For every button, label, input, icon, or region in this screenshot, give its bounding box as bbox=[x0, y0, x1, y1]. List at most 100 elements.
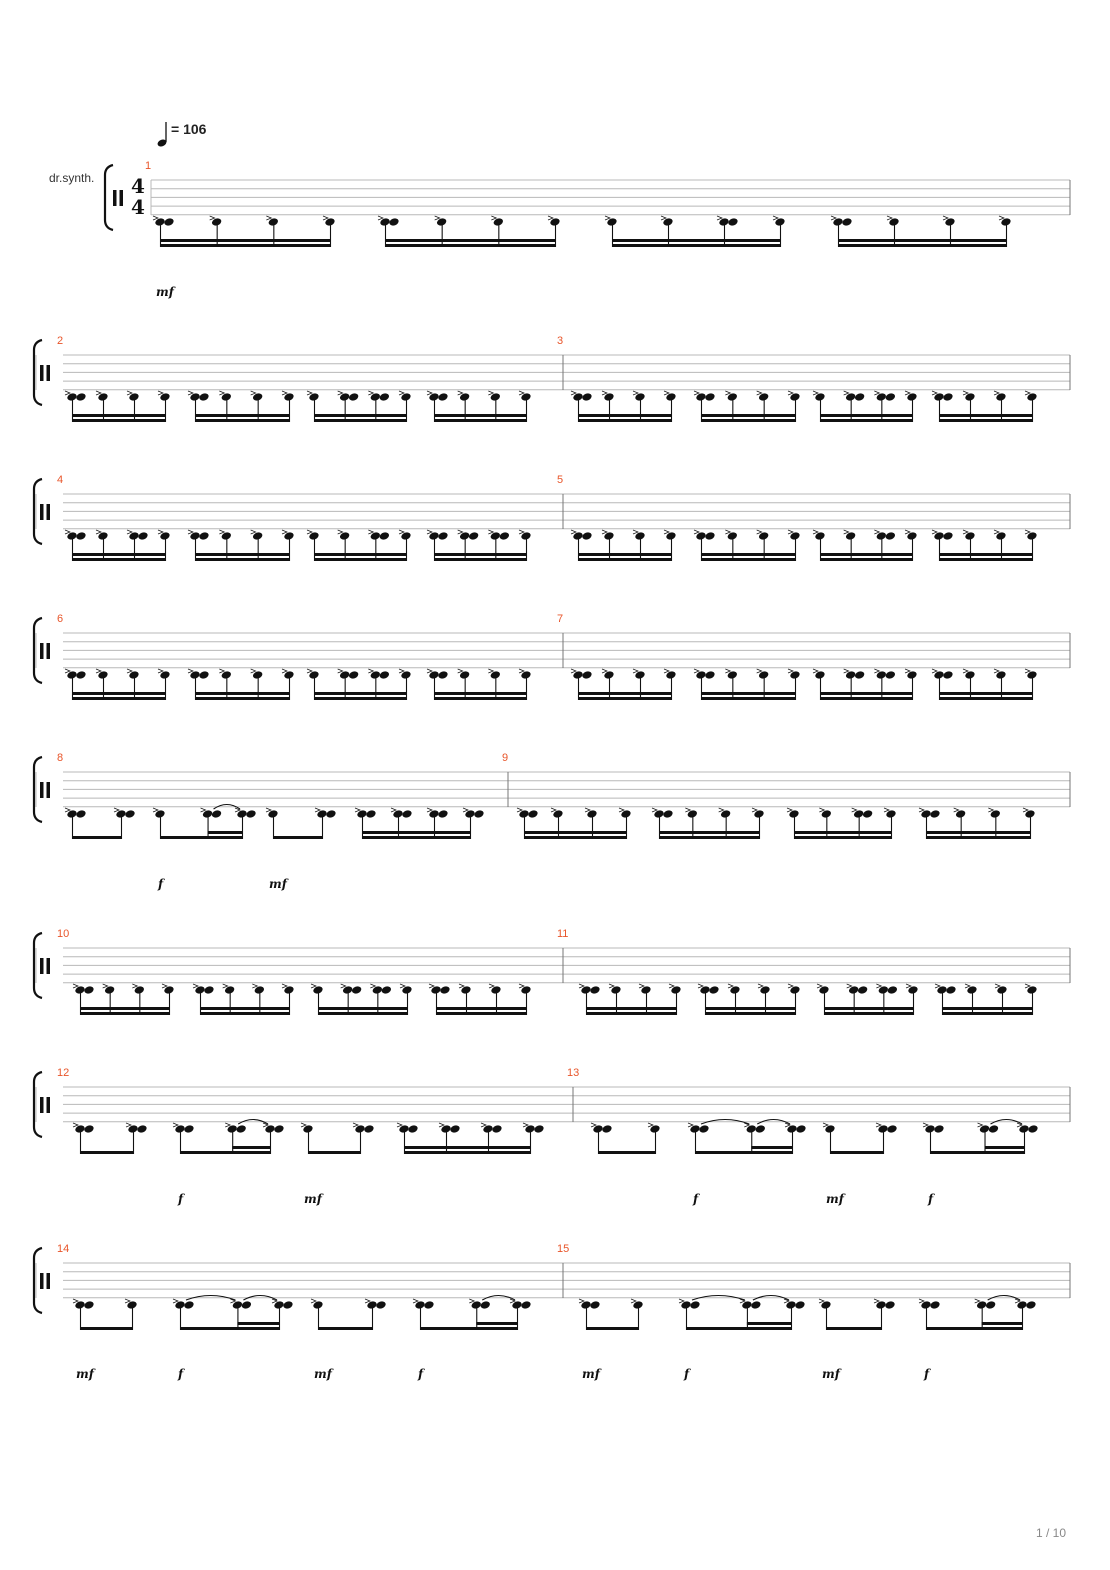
accent-mark bbox=[578, 983, 585, 989]
accent-mark bbox=[632, 529, 639, 535]
notehead bbox=[326, 810, 336, 818]
accent-mark bbox=[64, 390, 71, 396]
notehead bbox=[934, 1125, 944, 1133]
accent-mark bbox=[516, 807, 523, 813]
notehead bbox=[930, 810, 940, 818]
notehead bbox=[415, 1301, 425, 1309]
accent-mark bbox=[787, 529, 794, 535]
instrument-name: dr.synth. bbox=[49, 171, 94, 185]
notehead bbox=[760, 986, 770, 994]
beam-secondary bbox=[794, 831, 892, 834]
notehead bbox=[379, 532, 389, 540]
beam bbox=[80, 1151, 134, 1154]
beam-secondary bbox=[200, 1007, 290, 1010]
accent-mark bbox=[783, 1298, 790, 1304]
beam bbox=[578, 697, 672, 700]
accent-mark bbox=[663, 529, 670, 535]
notehead bbox=[379, 671, 389, 679]
notehead bbox=[471, 1301, 481, 1309]
accent-mark bbox=[230, 1298, 237, 1304]
notehead bbox=[137, 1125, 147, 1133]
accent-mark bbox=[340, 983, 347, 989]
notehead bbox=[309, 671, 319, 679]
notehead bbox=[370, 393, 380, 401]
notehead bbox=[907, 393, 917, 401]
notehead bbox=[75, 986, 85, 994]
notehead bbox=[876, 532, 886, 540]
accent-mark bbox=[604, 215, 611, 221]
accent-mark bbox=[953, 807, 960, 813]
notehead bbox=[593, 1125, 603, 1133]
accent-mark bbox=[570, 668, 577, 674]
beam-secondary bbox=[942, 1007, 1033, 1010]
beam bbox=[318, 1012, 408, 1015]
notehead bbox=[842, 218, 852, 226]
notehead bbox=[372, 986, 382, 994]
accent-mark bbox=[200, 807, 207, 813]
accent-mark bbox=[192, 983, 199, 989]
dynamic-marking: mf bbox=[304, 1192, 324, 1206]
accent-mark bbox=[457, 529, 464, 535]
notehead bbox=[431, 986, 441, 994]
notehead bbox=[604, 671, 614, 679]
notehead bbox=[573, 393, 583, 401]
beam bbox=[436, 1012, 527, 1015]
beam bbox=[72, 419, 166, 422]
notehead bbox=[754, 810, 764, 818]
notehead bbox=[450, 1125, 460, 1133]
accent-mark bbox=[964, 983, 971, 989]
system-bracket bbox=[32, 755, 43, 824]
notehead bbox=[366, 810, 376, 818]
page-number: 1 / 10 bbox=[1036, 1526, 1067, 1540]
notehead bbox=[376, 1301, 386, 1309]
accent-mark bbox=[547, 215, 554, 221]
notehead bbox=[129, 671, 139, 679]
accent-mark bbox=[875, 1122, 882, 1128]
notehead bbox=[815, 671, 825, 679]
accent-mark bbox=[364, 1298, 371, 1304]
accent-mark bbox=[993, 390, 1000, 396]
accent-mark bbox=[570, 390, 577, 396]
notehead bbox=[721, 810, 731, 818]
accent-mark bbox=[95, 529, 102, 535]
accent-mark bbox=[874, 668, 881, 674]
beam-secondary bbox=[586, 1007, 677, 1010]
beam-secondary bbox=[195, 692, 290, 695]
measure-number: 12 bbox=[57, 1067, 69, 1079]
dynamic-marking: f bbox=[177, 1367, 185, 1381]
notehead bbox=[889, 218, 899, 226]
accent-mark bbox=[462, 807, 469, 813]
beam-secondary bbox=[434, 553, 527, 556]
notehead bbox=[921, 810, 931, 818]
staff-system: 1mf bbox=[103, 160, 1071, 299]
accent-mark bbox=[187, 668, 194, 674]
beam bbox=[195, 558, 290, 561]
accent-mark bbox=[314, 807, 321, 813]
notehead bbox=[401, 393, 411, 401]
measure-number: 8 bbox=[57, 752, 63, 764]
beam-secondary bbox=[939, 414, 1033, 417]
notehead bbox=[943, 671, 953, 679]
accent-mark bbox=[222, 983, 229, 989]
system-bracket bbox=[32, 1070, 43, 1139]
accent-mark bbox=[687, 1122, 694, 1128]
beam-secondary bbox=[385, 239, 556, 242]
beam bbox=[195, 419, 290, 422]
accent-mark bbox=[931, 668, 938, 674]
notehead bbox=[408, 1125, 418, 1133]
beam bbox=[434, 558, 527, 561]
notehead bbox=[863, 810, 873, 818]
notehead bbox=[254, 986, 264, 994]
notehead bbox=[199, 671, 209, 679]
notehead bbox=[1027, 986, 1037, 994]
dynamic-marking: mf bbox=[76, 1367, 96, 1381]
notehead bbox=[965, 393, 975, 401]
notehead bbox=[313, 986, 323, 994]
accent-mark bbox=[904, 668, 911, 674]
accent-mark bbox=[851, 807, 858, 813]
beam-secondary bbox=[612, 239, 781, 242]
accent-mark bbox=[426, 529, 433, 535]
notehead bbox=[604, 532, 614, 540]
accent-mark bbox=[632, 668, 639, 674]
beam-secondary bbox=[318, 1007, 408, 1010]
